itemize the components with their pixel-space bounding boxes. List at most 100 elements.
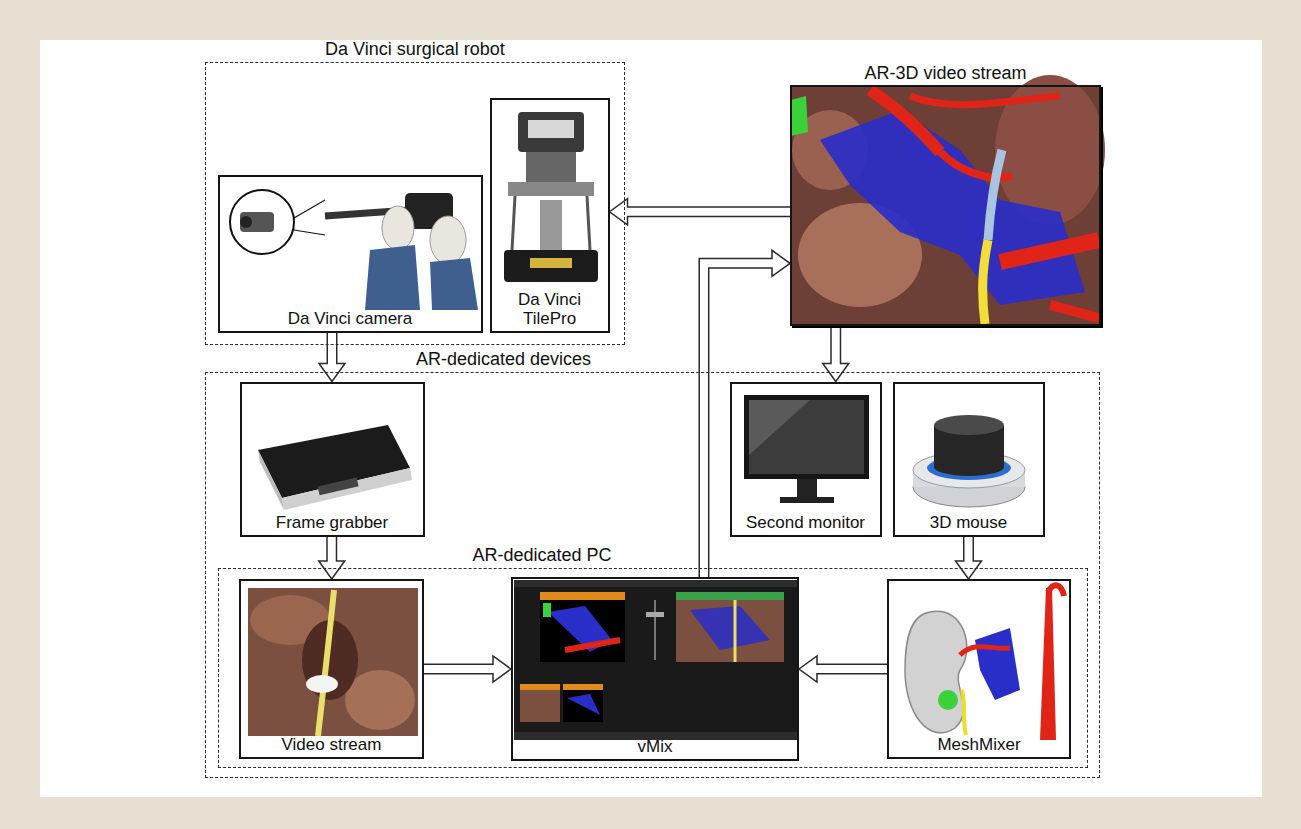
sleeve xyxy=(430,258,478,310)
hollow-arrow xyxy=(319,333,345,382)
glove xyxy=(382,206,414,250)
grabber-front xyxy=(282,468,412,510)
device-label: Da Vinci TilePro xyxy=(496,290,604,328)
tumor-model xyxy=(938,690,958,710)
vmix-output xyxy=(676,600,784,662)
arrow-body xyxy=(815,665,887,673)
device-box: Da Vinci TilePro xyxy=(490,98,610,333)
console-leg xyxy=(512,196,515,250)
hollow-arrow xyxy=(799,656,887,682)
device-box: Da Vinci camera xyxy=(218,175,483,333)
device-label: Second monitor xyxy=(736,513,876,532)
ureter-model xyxy=(962,690,966,735)
zoom-line xyxy=(294,230,325,235)
console-panel xyxy=(528,120,574,138)
sleeve xyxy=(365,245,420,310)
monitor-frame xyxy=(744,395,869,479)
artery-overlay xyxy=(1000,240,1099,262)
vein-model xyxy=(975,628,1020,700)
hollow-arrow xyxy=(823,326,849,382)
vessel-loop xyxy=(306,675,338,693)
device-label: Da Vinci camera xyxy=(224,309,477,328)
artery-overlay xyxy=(1050,305,1099,318)
armrest xyxy=(508,182,594,196)
magnifier-circle xyxy=(230,190,294,254)
arrow-body xyxy=(832,326,840,366)
ureter xyxy=(318,590,334,736)
group-title: AR-3D video stream xyxy=(792,63,1099,84)
device-box: 3D mouse xyxy=(893,382,1045,537)
glove xyxy=(430,216,466,264)
software-box: Video stream xyxy=(239,579,424,759)
mouse-cap-top xyxy=(934,415,1004,435)
group-box: Da Vinci surgical robotDa Vinci cameraDa… xyxy=(205,62,625,345)
vmix-fader xyxy=(646,612,664,617)
group-title: Da Vinci surgical robot xyxy=(206,39,624,60)
vmix-thumb xyxy=(563,690,603,722)
tumor-overlay xyxy=(791,96,808,136)
white-panel xyxy=(40,40,1262,797)
arrow-body xyxy=(328,537,336,564)
vmix-header xyxy=(563,684,603,690)
artery-overlay xyxy=(910,96,1060,105)
vmix-artery xyxy=(565,640,620,650)
vmix-thumb xyxy=(520,690,560,722)
aorta-model xyxy=(1040,588,1056,740)
device-label: Frame grabber xyxy=(246,513,419,532)
arrow-body xyxy=(626,208,791,216)
group-title: AR-dedicated PC xyxy=(473,545,612,566)
arrow-body xyxy=(965,537,973,564)
console-viewer xyxy=(518,112,584,152)
software-box: vMix xyxy=(511,577,799,761)
device-box: Frame grabber xyxy=(240,382,425,537)
device-box: Second monitor xyxy=(730,382,882,537)
grabber-port xyxy=(318,478,359,496)
software-box: MeshMixer xyxy=(887,579,1071,759)
monitor-base xyxy=(780,497,834,503)
console-column xyxy=(540,200,562,250)
vein-overlay xyxy=(820,110,1085,305)
tissue xyxy=(345,670,415,730)
vmix-vein xyxy=(567,694,600,715)
monitor-stand xyxy=(797,479,817,497)
vmix-slider xyxy=(654,600,656,660)
device-label: vMix xyxy=(517,737,793,756)
scope-lens xyxy=(240,216,252,228)
vmix-header xyxy=(676,592,784,600)
vmix-preview xyxy=(540,600,625,662)
arrow-head xyxy=(799,656,817,682)
arrow-head xyxy=(493,656,511,682)
arrow-head xyxy=(772,250,790,276)
vmix-header xyxy=(520,684,560,690)
screen-glare xyxy=(749,400,810,455)
vmix-menu xyxy=(514,580,798,587)
vmix-header xyxy=(540,592,625,600)
device-label: 3D mouse xyxy=(899,513,1039,532)
artery-model xyxy=(960,647,1010,655)
grabber-body xyxy=(258,425,410,498)
arrow-body xyxy=(424,665,495,673)
hollow-arrow xyxy=(424,656,511,682)
kidney-model xyxy=(905,611,967,733)
ureter-overlay xyxy=(983,240,988,324)
catheter xyxy=(988,150,1002,240)
zoom-line xyxy=(294,200,325,218)
group-box: AR-dedicated devicesFrame grabberSecond … xyxy=(205,372,1100,778)
group-box: AR-dedicated PCVideo streamvMixMeshMixer xyxy=(218,568,1088,768)
console-neck xyxy=(526,152,576,182)
artery-model xyxy=(1048,585,1064,596)
group-title: AR-dedicated devices xyxy=(416,349,591,370)
hollow-arrow xyxy=(956,537,982,580)
vmix-screen xyxy=(514,580,798,740)
vmix-tumor xyxy=(543,603,551,617)
monitor-screen xyxy=(749,400,864,474)
device-label: Video stream xyxy=(245,735,418,754)
arrow-head xyxy=(956,561,982,579)
grabber-side xyxy=(258,450,284,510)
video-frame xyxy=(248,588,418,736)
pedal xyxy=(530,258,572,268)
